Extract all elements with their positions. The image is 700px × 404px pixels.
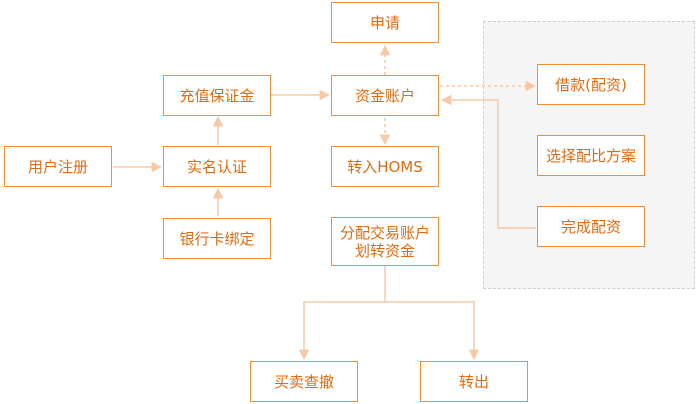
fund-account-node[interactable]: 资金账户 xyxy=(331,75,439,116)
borrow-node[interactable]: 借款(配资) xyxy=(537,64,645,105)
edge-allocate-to-transfer-out xyxy=(385,301,480,361)
trade-node[interactable]: 买卖查撤 xyxy=(250,361,358,402)
deposit-margin-node[interactable]: 充值保证金 xyxy=(163,75,271,116)
edge-finish-to-fund xyxy=(440,94,536,229)
finish-allocation-node[interactable]: 完成配资 xyxy=(537,206,645,247)
transfer-out-node[interactable]: 转出 xyxy=(420,361,528,402)
bank-card-bind-node[interactable]: 银行卡绑定 xyxy=(163,218,271,259)
edge-allocate-to-trade xyxy=(298,266,386,361)
apply-node[interactable]: 申请 xyxy=(331,2,439,43)
transfer-in-homs-node[interactable]: 转入HOMS xyxy=(331,146,439,187)
user-register-node[interactable]: 用户注册 xyxy=(4,146,112,187)
choose-ratio-plan-node[interactable]: 选择配比方案 xyxy=(537,135,645,176)
real-name-auth-node[interactable]: 实名认证 xyxy=(163,146,271,187)
allocate-transfer-node[interactable]: 分配交易账户 划转资金 xyxy=(331,217,439,266)
